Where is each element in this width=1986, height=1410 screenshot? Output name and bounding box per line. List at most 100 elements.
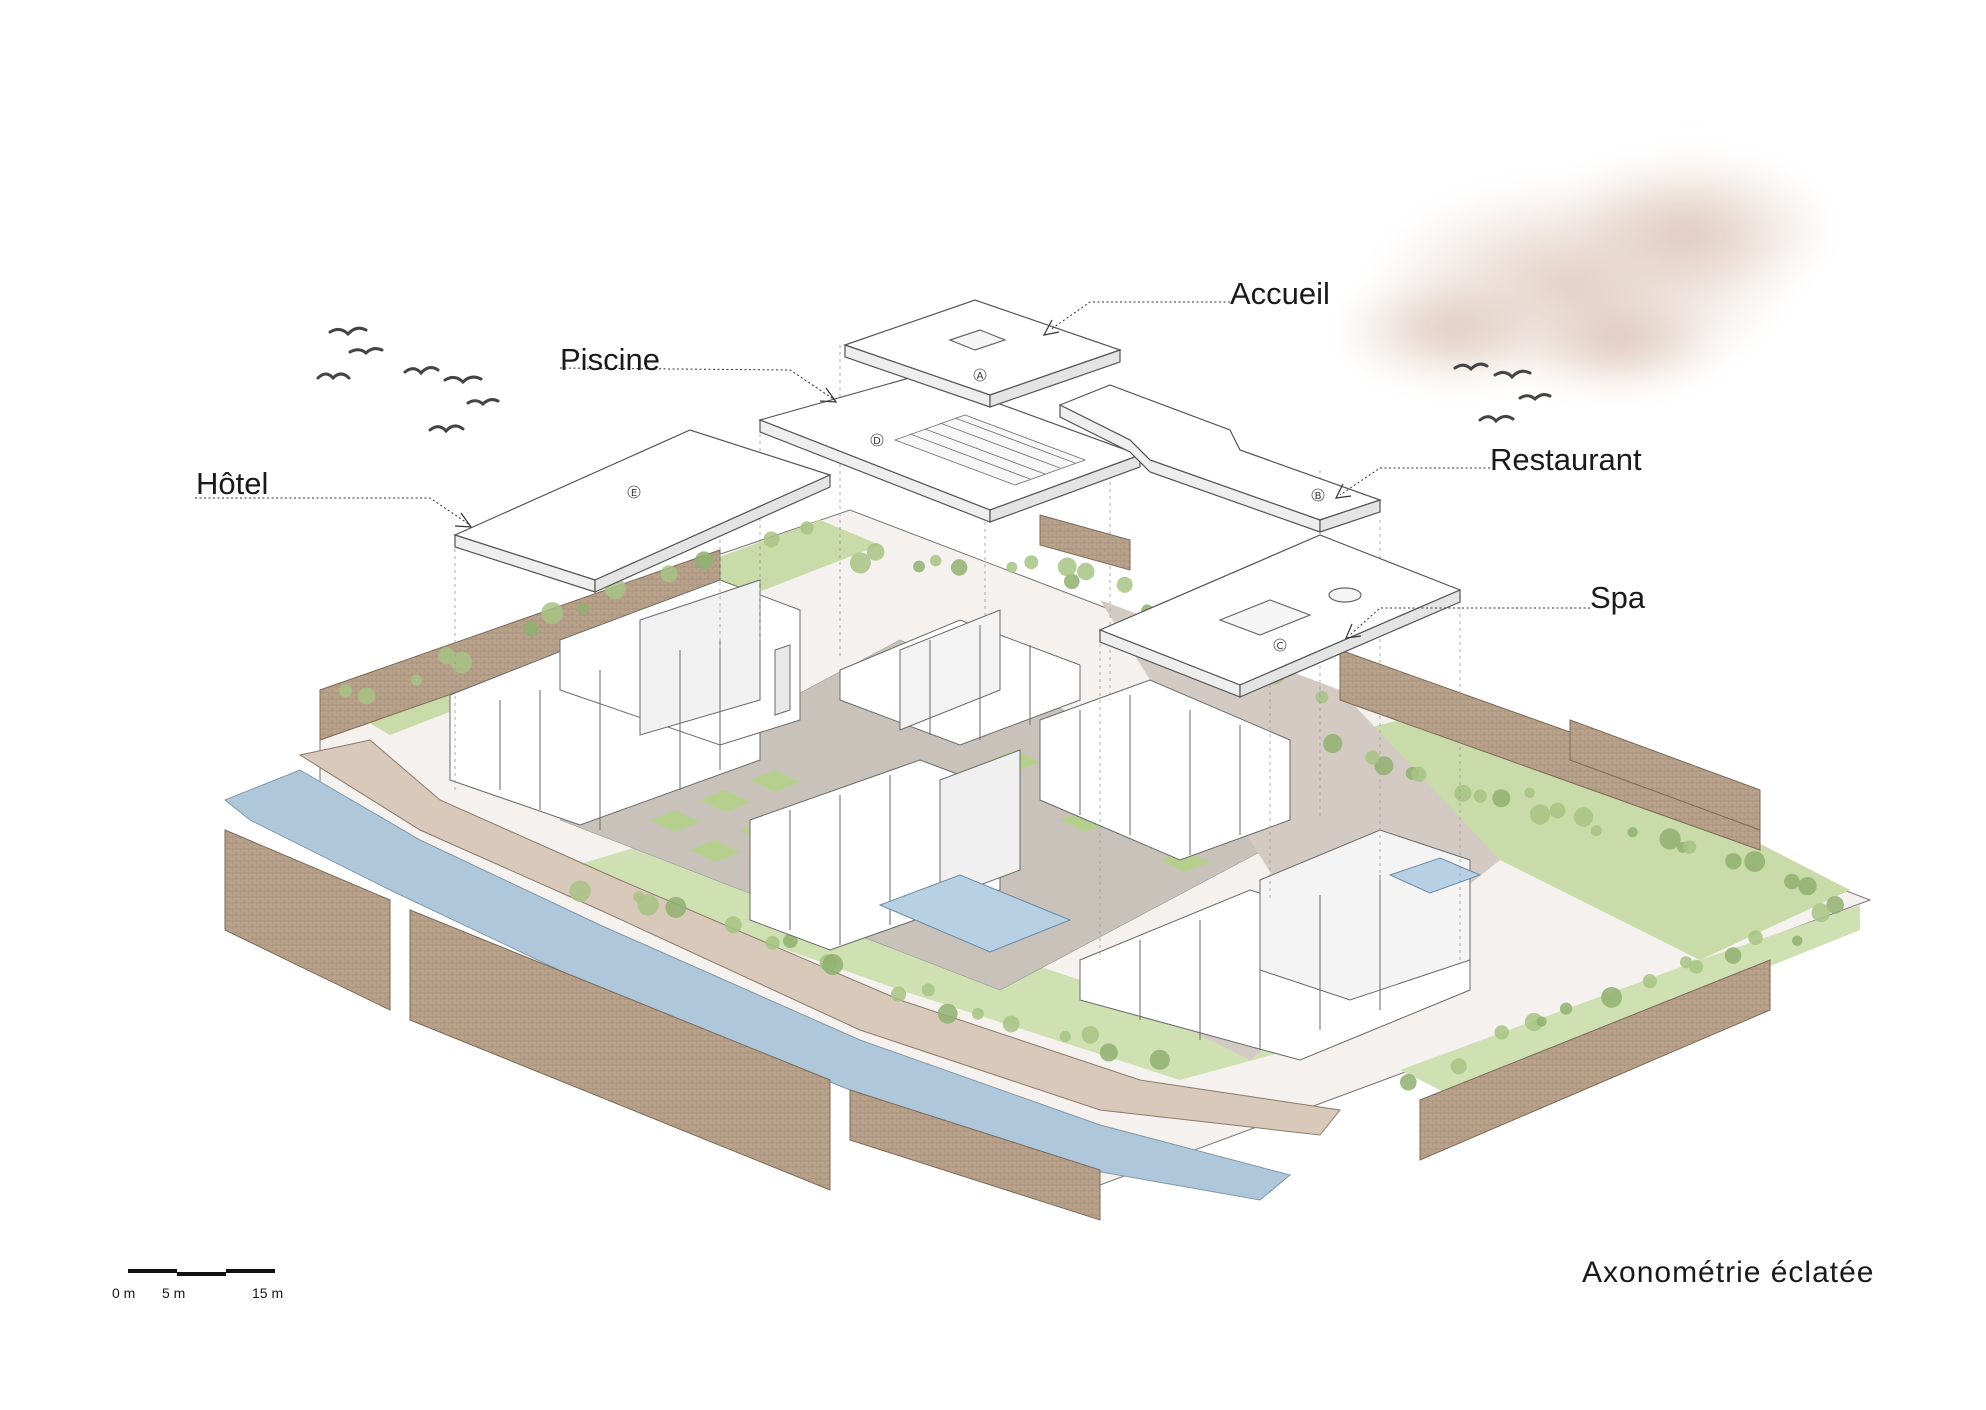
tree-canopy bbox=[1524, 787, 1535, 798]
tree-canopy bbox=[1659, 828, 1681, 850]
tree-canopy bbox=[822, 954, 844, 975]
tree-canopy bbox=[1064, 573, 1080, 590]
label-restaurant: Restaurant bbox=[1490, 442, 1642, 477]
tree-canopy bbox=[1006, 561, 1018, 573]
leader-piscine bbox=[559, 367, 836, 401]
ground-plate bbox=[224, 509, 1872, 1221]
garden-southeast bbox=[1400, 905, 1860, 1095]
roof-letter-c: C bbox=[1277, 641, 1284, 652]
roof-letter-d: D bbox=[873, 436, 881, 447]
birds-right bbox=[1453, 362, 1552, 424]
arrow-restaurant-icon bbox=[1334, 483, 1352, 499]
roof-letter-a: A bbox=[977, 371, 984, 382]
scale-mark-15: 15 m bbox=[252, 1285, 284, 1301]
tree-canopy bbox=[694, 551, 714, 570]
roof-plate-d bbox=[758, 374, 1142, 523]
tree-canopy bbox=[763, 531, 780, 548]
roof-marker-d bbox=[870, 433, 884, 447]
tree-canopy bbox=[1059, 1030, 1071, 1043]
label-accueil: Accueil bbox=[1230, 276, 1330, 311]
label-spa: Spa bbox=[1590, 580, 1646, 615]
roof-plate-a bbox=[843, 299, 1122, 408]
tree-canopy bbox=[1400, 1073, 1417, 1091]
back-wall-north bbox=[1039, 514, 1131, 571]
leader-restaurant bbox=[1339, 467, 1490, 496]
tree-canopy bbox=[1149, 1049, 1170, 1070]
back-wall-far-east bbox=[1569, 719, 1761, 831]
retaining-wall-front-west bbox=[224, 829, 391, 1011]
reception-building bbox=[839, 609, 1081, 746]
retaining-wall-front-east bbox=[849, 1089, 1101, 1221]
tree-canopy bbox=[665, 896, 687, 918]
tree-canopy bbox=[1315, 690, 1329, 704]
tree-canopy bbox=[1081, 1026, 1100, 1044]
tree-canopy bbox=[1116, 576, 1133, 593]
tree-canopy bbox=[1002, 1015, 1020, 1033]
leader-accueil bbox=[1049, 301, 1230, 331]
tree-canopy bbox=[660, 565, 678, 583]
tree-canopy bbox=[1024, 555, 1039, 570]
tree-canopy bbox=[410, 674, 422, 686]
tree-canopy bbox=[450, 651, 473, 674]
arrow-hotel-icon bbox=[454, 512, 473, 528]
tree-canopy bbox=[1530, 804, 1551, 825]
tree-canopy bbox=[358, 687, 375, 705]
swimming-pool bbox=[878, 874, 1072, 953]
tree-canopy bbox=[951, 559, 968, 576]
leader-hotel bbox=[195, 497, 471, 526]
tree-canopy bbox=[1536, 1016, 1547, 1027]
roof-letter-e: E bbox=[631, 488, 637, 499]
tree-canopy bbox=[1784, 873, 1800, 890]
tree-canopy bbox=[913, 560, 925, 573]
tree-canopy bbox=[541, 602, 564, 624]
tree-canopy bbox=[1725, 853, 1742, 870]
tree-canopy bbox=[1560, 1002, 1573, 1015]
birds-left bbox=[316, 326, 500, 434]
label-piscine: Piscine bbox=[560, 342, 660, 377]
tree-canopy bbox=[1590, 825, 1602, 837]
tree-canopy bbox=[1792, 935, 1803, 946]
tree-canopy bbox=[783, 933, 798, 949]
tree-canopy bbox=[1724, 947, 1742, 964]
tree-canopy bbox=[891, 986, 907, 1002]
tree-canopy bbox=[849, 552, 871, 574]
leader-arrows bbox=[454, 319, 1362, 639]
tree-canopy bbox=[1492, 789, 1511, 808]
tree-canopy bbox=[1323, 733, 1343, 754]
tree-canopy bbox=[765, 935, 780, 950]
tree-canopy bbox=[1473, 789, 1487, 803]
tree-canopy bbox=[1601, 987, 1622, 1008]
retaining-wall-southeast bbox=[1419, 959, 1771, 1161]
tree-canopy bbox=[1494, 1025, 1509, 1040]
retaining-wall-front-middle bbox=[409, 909, 831, 1191]
buildings bbox=[449, 579, 1482, 1061]
tree-canopy bbox=[577, 602, 589, 615]
tree-canopy bbox=[1680, 956, 1692, 969]
tree-canopy bbox=[866, 543, 885, 561]
tree-canopy bbox=[800, 521, 814, 535]
tree-canopy bbox=[1411, 766, 1427, 783]
plate-markers bbox=[627, 368, 1325, 652]
tree-canopy bbox=[1099, 1043, 1118, 1062]
roof-marker-a bbox=[973, 368, 987, 382]
tree-canopy bbox=[1374, 756, 1394, 776]
tree-canopy bbox=[937, 1003, 958, 1024]
scale-mark-0: 0 m bbox=[112, 1285, 136, 1301]
scale-bar bbox=[128, 1269, 275, 1276]
tree-canopy bbox=[523, 621, 539, 637]
arrow-piscine-icon bbox=[819, 387, 838, 403]
tree-canopy bbox=[1627, 827, 1638, 838]
roof-plate-b bbox=[1058, 384, 1382, 533]
roof-plate-e bbox=[453, 429, 832, 593]
tree-canopy bbox=[1748, 930, 1763, 945]
roof-plate-c bbox=[1098, 534, 1462, 698]
tree-canopy bbox=[1642, 974, 1657, 989]
tree-canopy bbox=[1689, 959, 1704, 974]
tree-canopy bbox=[1454, 784, 1472, 802]
scale-mark-5: 5 m bbox=[162, 1285, 186, 1301]
tree-canopy bbox=[930, 554, 942, 567]
water-channel bbox=[224, 769, 1292, 1201]
arrow-accueil-icon bbox=[1042, 319, 1060, 336]
